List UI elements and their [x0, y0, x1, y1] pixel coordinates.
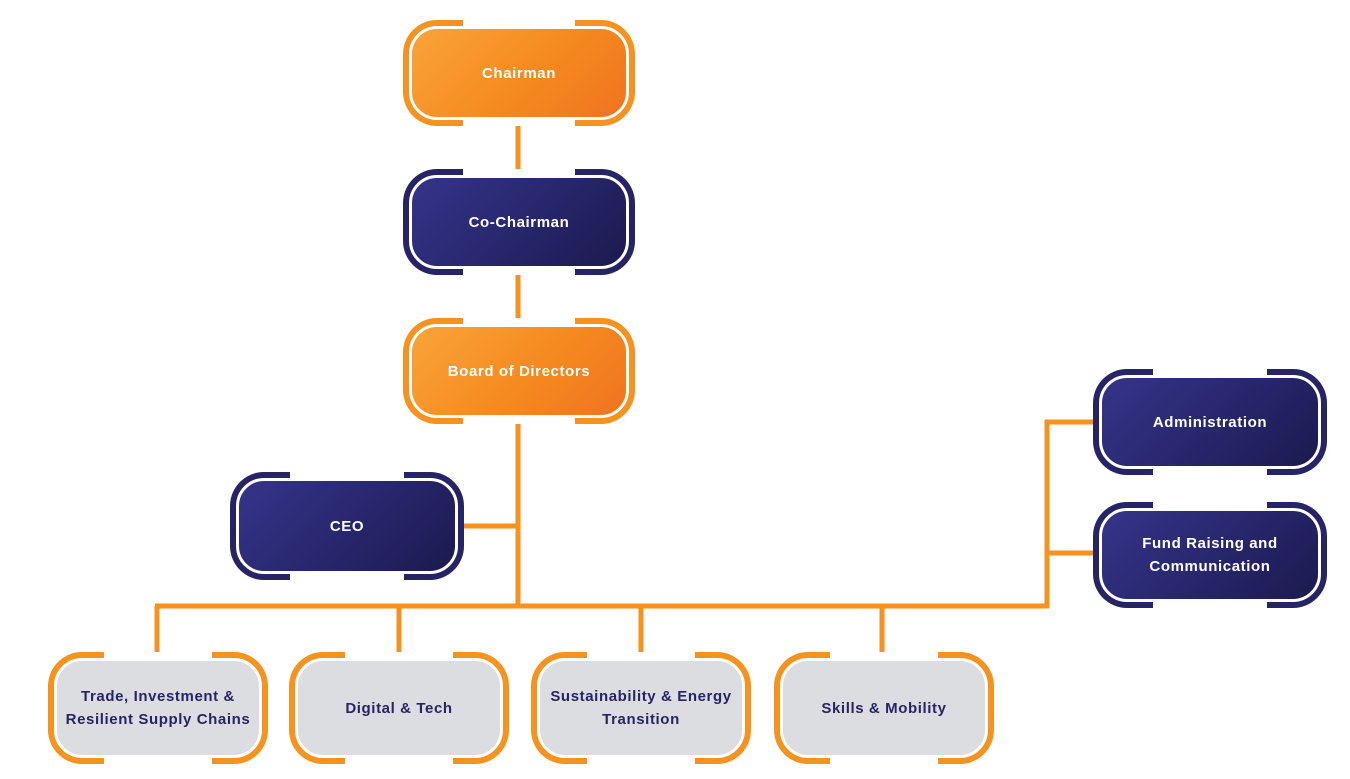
node-fund-raising: Fund Raising and Communication: [1093, 502, 1327, 608]
node-administration-label: Administration: [1152, 413, 1268, 431]
node-chairman-label: Chairman: [482, 64, 556, 82]
node-ceo: CEO: [230, 472, 464, 580]
node-digital-tech: Digital & Tech: [289, 652, 509, 764]
node-digital-tech-label: Digital & Tech: [345, 699, 453, 717]
node-skills-mobility: Skills & Mobility: [774, 652, 994, 764]
node-board-of-directors: Board of Directors: [403, 318, 635, 424]
node-board-of-directors-label: Board of Directors: [447, 362, 591, 380]
node-sustainability-label: Sustainability & Energy Transition: [550, 688, 732, 728]
node-co-chairman-label: Co-Chairman: [468, 213, 570, 231]
node-ceo-label: CEO: [329, 517, 365, 535]
node-skills-mobility-label: Skills & Mobility: [821, 699, 947, 717]
node-fund-raising-label: Fund Raising and Communication: [1142, 535, 1278, 575]
node-trade-investment: Trade, Investment & Resilient Supply Cha…: [48, 652, 268, 764]
node-co-chairman: Co-Chairman: [403, 169, 635, 275]
node-sustainability: Sustainability & Energy Transition: [531, 652, 751, 764]
node-administration: Administration: [1093, 369, 1327, 475]
node-chairman: Chairman: [403, 20, 635, 126]
node-trade-investment-label: Trade, Investment & Resilient Supply Cha…: [65, 688, 251, 728]
